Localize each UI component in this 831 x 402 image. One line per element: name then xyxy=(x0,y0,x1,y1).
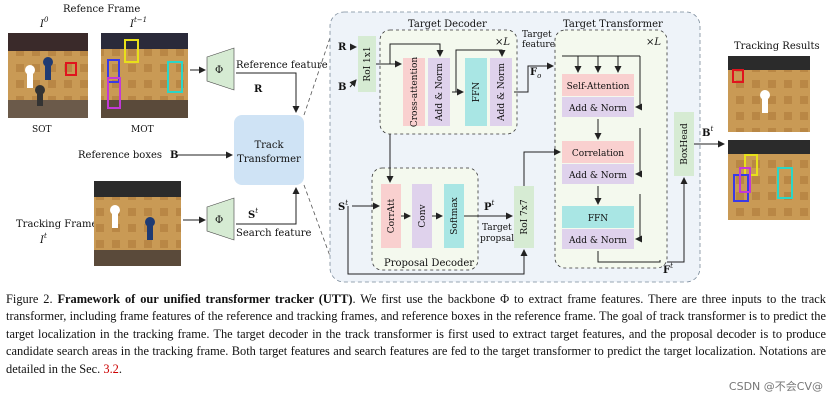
svg-text:RoI 7x7: RoI 7x7 xyxy=(520,199,530,234)
mot-label: MOT xyxy=(131,125,154,135)
svg-text:Cross-attention: Cross-attention xyxy=(410,57,420,128)
svg-text:Φ: Φ xyxy=(215,215,223,226)
watermark: CSDN @不会CV@ xyxy=(728,380,823,393)
reference-feature-label: Reference feature xyxy=(236,60,328,71)
target-feature-label-2: feature xyxy=(522,40,555,50)
ffn-td: FFN xyxy=(465,58,487,126)
svg-text:Softmax: Softmax xyxy=(450,197,460,235)
svg-text:Add & Norm: Add & Norm xyxy=(497,63,507,122)
roi-1x1-block: RoI 1x1 xyxy=(358,36,376,92)
target-transformer-repeat: ×L xyxy=(646,37,661,48)
add-norm-td1: Add & Norm xyxy=(428,58,450,126)
svg-text:Add & Norm: Add & Norm xyxy=(568,236,627,246)
result-mot-image xyxy=(728,140,810,220)
svg-text:CorrAtt: CorrAtt xyxy=(387,198,397,233)
correlation-block: Correlation xyxy=(562,141,634,163)
figure-caption: Figure 2. Framework of our unified trans… xyxy=(6,292,826,376)
svg-text:Correlation: Correlation xyxy=(572,149,624,159)
add-norm-tt2: Add & Norm xyxy=(562,164,634,184)
svg-text:Φ: Φ xyxy=(215,65,223,76)
self-attention-block: Self-Attention xyxy=(562,74,634,96)
add-norm-td2: Add & Norm xyxy=(490,58,512,126)
svg-text:Add & Norm: Add & Norm xyxy=(435,63,445,122)
reference-frame-title: Refence Frame xyxy=(63,4,140,15)
b-input: B xyxy=(338,82,346,93)
svg-text:Transformer: Transformer xyxy=(237,154,301,165)
target-decoder-repeat: ×L xyxy=(495,37,510,48)
backbone-phi-bottom: Φ xyxy=(206,197,235,241)
svg-text:RoI 1x1: RoI 1x1 xyxy=(363,46,373,81)
ffn-tt: FFN xyxy=(562,206,634,228)
cross-attention-block: Cross-attention xyxy=(403,57,425,128)
r-label-left: R xyxy=(254,84,263,95)
tracking-frame-image xyxy=(94,181,181,266)
backbone-phi-top: Φ xyxy=(206,47,235,91)
result-sot-image xyxy=(728,56,810,132)
boxhead-block: BoxHead xyxy=(674,112,694,176)
tracking-frame-label: Tracking Frame xyxy=(16,219,97,230)
svg-text:BoxHead: BoxHead xyxy=(680,123,690,165)
svg-text:FFN: FFN xyxy=(588,214,608,224)
mot-reference-image xyxy=(101,33,188,118)
s-input: St xyxy=(338,199,348,213)
p-label: Pt xyxy=(484,199,495,213)
svg-text:Self-Attention: Self-Attention xyxy=(567,82,630,92)
sot-label: SOT xyxy=(32,125,52,135)
svg-text:Conv: Conv xyxy=(418,203,428,227)
proposal-decoder-title: Proposal Decoder xyxy=(384,258,474,269)
bt-label: Bt xyxy=(702,125,713,139)
conv-block: Conv xyxy=(412,184,432,248)
svg-text:Add & Norm: Add & Norm xyxy=(568,104,627,114)
r-input: R xyxy=(338,42,347,53)
it1-label: It−1 xyxy=(129,16,147,30)
s-label-left: St xyxy=(248,207,258,221)
sot-reference-image xyxy=(8,33,88,118)
tracking-results-title: Tracking Results xyxy=(734,41,820,52)
target-transformer-title: Target Transformer xyxy=(563,19,663,30)
target-propsal-label-2: propsal xyxy=(480,234,514,244)
target-feature-label-1: Target xyxy=(522,30,552,40)
i0-label: I0 xyxy=(39,16,49,30)
it-label: It xyxy=(39,232,47,246)
framework-diagram: Refence Frame I0 It−1 SOT MOT Φ Referenc… xyxy=(8,4,820,283)
svg-text:Add & Norm: Add & Norm xyxy=(568,171,627,181)
add-norm-tt1: Add & Norm xyxy=(562,97,634,117)
add-norm-tt3: Add & Norm xyxy=(562,229,634,249)
search-feature-label: Search feature xyxy=(236,228,312,239)
target-decoder-title: Target Decoder xyxy=(408,19,487,30)
roi-7x7-block: RoI 7x7 xyxy=(514,186,534,248)
track-transformer-block: Track Transformer xyxy=(234,115,304,185)
target-propsal-label-1: Target xyxy=(482,223,512,233)
svg-text:FFN: FFN xyxy=(472,82,482,102)
corratt-block: CorrAtt xyxy=(381,184,401,248)
softmax-block: Softmax xyxy=(444,184,464,248)
sot-target-box xyxy=(65,62,77,76)
fo-t-label: Ft xyxy=(663,262,673,276)
fo-label: Fo xyxy=(530,67,541,80)
svg-text:Track: Track xyxy=(254,140,284,151)
